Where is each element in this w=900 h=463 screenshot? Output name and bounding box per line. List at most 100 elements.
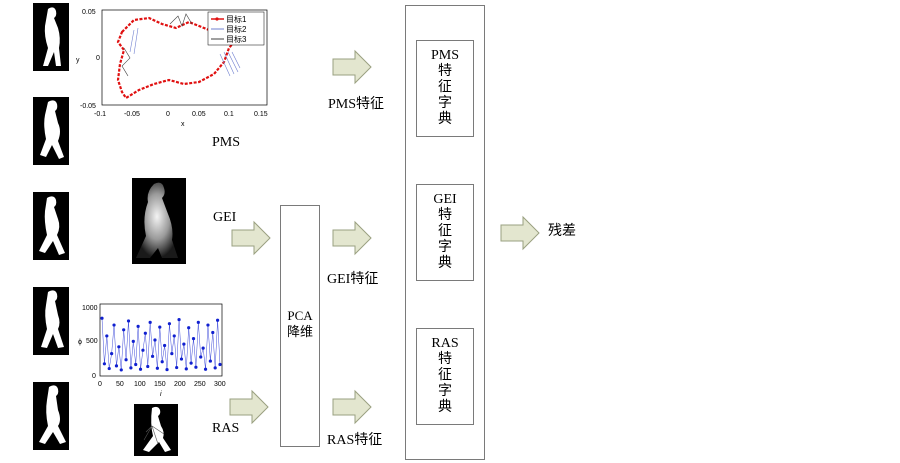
pms-plot: 目标1 目标2 目标3 0.05 0 -0.05 y -0.1 -0.05 0 … xyxy=(74,2,274,130)
ras-series-segment xyxy=(137,326,141,370)
ras-series-segment xyxy=(101,318,105,364)
silhouette-frame-2 xyxy=(33,97,69,165)
ras-point xyxy=(129,366,133,370)
ras-series-segment xyxy=(111,325,115,354)
ras-point xyxy=(107,366,111,371)
pms-xtick-2: -0.05 xyxy=(124,111,140,118)
arrow-ras-to-pca xyxy=(229,389,269,425)
ras-series-segment xyxy=(164,345,168,370)
pms-legend-label-1: 目标1 xyxy=(226,14,247,24)
pms-xtick-1: -0.1 xyxy=(94,111,106,118)
ras-series-segment xyxy=(118,346,122,370)
ras-point xyxy=(172,334,176,338)
ras-series-segment xyxy=(149,322,153,357)
ras-point xyxy=(136,324,140,328)
ras-plot: 1000 500 0 ϕ 0 50 100 150 200 250 300 i xyxy=(78,300,230,398)
gei-label: GEI xyxy=(213,210,237,225)
ras-point xyxy=(215,318,220,322)
ras-series-segment xyxy=(169,323,173,354)
ras-xtick-6: 250 xyxy=(194,381,206,388)
ras-point xyxy=(143,331,147,335)
dictionary-container: PMS 特 征 字 典 GEI 特 征 字 典 RAS 特 征 字 典 xyxy=(405,5,485,460)
arrow-ras-feature xyxy=(332,389,372,425)
pms-contour-target2 xyxy=(129,27,241,77)
ras-point xyxy=(134,362,138,367)
dictionary-box-pms: PMS 特 征 字 典 xyxy=(416,40,474,137)
ras-series-segment xyxy=(174,335,177,368)
ras-point xyxy=(213,366,217,370)
arrow-gei-to-pca xyxy=(231,220,271,256)
silhouette-frame-4 xyxy=(33,287,69,355)
silhouette-frame-3 xyxy=(33,192,69,260)
pms-ytick-3: -0.05 xyxy=(80,103,96,110)
ras-point xyxy=(208,359,212,363)
ras-xtick-2: 50 xyxy=(116,381,124,388)
ras-series xyxy=(100,316,222,372)
pms-ylabel: y xyxy=(76,57,80,64)
ras-point xyxy=(194,365,198,369)
ras-series-segment xyxy=(121,329,124,370)
ras-point xyxy=(122,328,126,332)
pms-xtick-4: 0.05 xyxy=(192,111,206,118)
walker-silhouette-icon xyxy=(43,7,61,66)
ras-xtick-5: 200 xyxy=(174,381,186,388)
ras-series-segment xyxy=(210,332,213,362)
arrow-pms-feature xyxy=(332,49,372,85)
ras-point xyxy=(203,367,208,371)
pms-ytick-1: 0.05 xyxy=(82,9,96,16)
ras-series-segment xyxy=(205,325,209,370)
dictionary-box-ras: RAS 特 征 字 典 xyxy=(416,328,474,425)
ras-series-segment xyxy=(162,345,165,362)
ras-series-segment xyxy=(142,333,146,351)
ras-label: RAS xyxy=(212,421,240,436)
ras-series-segment xyxy=(171,335,175,354)
ras-series-segment xyxy=(135,326,139,365)
ras-xtick-1: 0 xyxy=(98,381,102,388)
pms-xtick-3: 0 xyxy=(166,111,170,118)
pms-contour-target3 xyxy=(121,13,193,77)
ras-feature-label: RAS特征 xyxy=(327,433,383,448)
ras-point xyxy=(175,365,179,370)
ras-series-segment xyxy=(181,344,185,360)
ras-series-segment xyxy=(198,322,201,358)
ras-point xyxy=(138,367,143,371)
ras-point xyxy=(153,338,157,342)
ras-series-segment xyxy=(125,320,129,360)
silhouette-frame-5 xyxy=(33,382,69,450)
ras-series-segment xyxy=(159,327,163,362)
ras-series-segment xyxy=(113,325,117,366)
pms-legend: 目标1 目标2 目标3 xyxy=(207,11,265,46)
ras-point xyxy=(141,348,145,352)
ras-series-segment xyxy=(202,348,206,370)
ras-series-segment xyxy=(140,350,144,370)
pms-label: PMS xyxy=(212,135,241,150)
ras-point xyxy=(117,345,121,349)
ras-point xyxy=(167,322,172,326)
gei-image xyxy=(132,178,186,264)
ras-series-segment xyxy=(193,338,197,368)
ras-point xyxy=(105,334,109,338)
walker-silhouette-icon xyxy=(41,290,64,348)
ras-point xyxy=(102,362,107,366)
pms-legend-label-2: 目标2 xyxy=(226,24,247,34)
ras-ytick-2: 500 xyxy=(86,338,98,345)
dictionary-label-gei: GEI 特 征 字 典 xyxy=(433,192,457,271)
ras-series-segment xyxy=(186,327,189,369)
ras-series-segment xyxy=(157,327,160,369)
ras-series-segment xyxy=(109,353,112,369)
ras-point xyxy=(160,360,164,364)
ras-series-segment xyxy=(116,346,120,366)
ras-series-segment xyxy=(217,320,221,365)
ras-series-segment xyxy=(152,339,156,357)
walker-silhouette-icon xyxy=(39,385,66,444)
ras-point xyxy=(165,367,169,372)
ras-ytick-3: 0 xyxy=(92,373,96,380)
pca-label: PCA 降维 xyxy=(286,308,313,339)
walker-silhouette-icon xyxy=(40,100,64,159)
ras-point xyxy=(179,357,184,361)
dictionary-box-gei: GEI 特 征 字 典 xyxy=(416,184,474,281)
ras-series-segment xyxy=(154,339,158,369)
ras-series-segment xyxy=(183,344,187,369)
ras-xlabel: i xyxy=(160,391,162,398)
ras-point xyxy=(131,339,135,343)
